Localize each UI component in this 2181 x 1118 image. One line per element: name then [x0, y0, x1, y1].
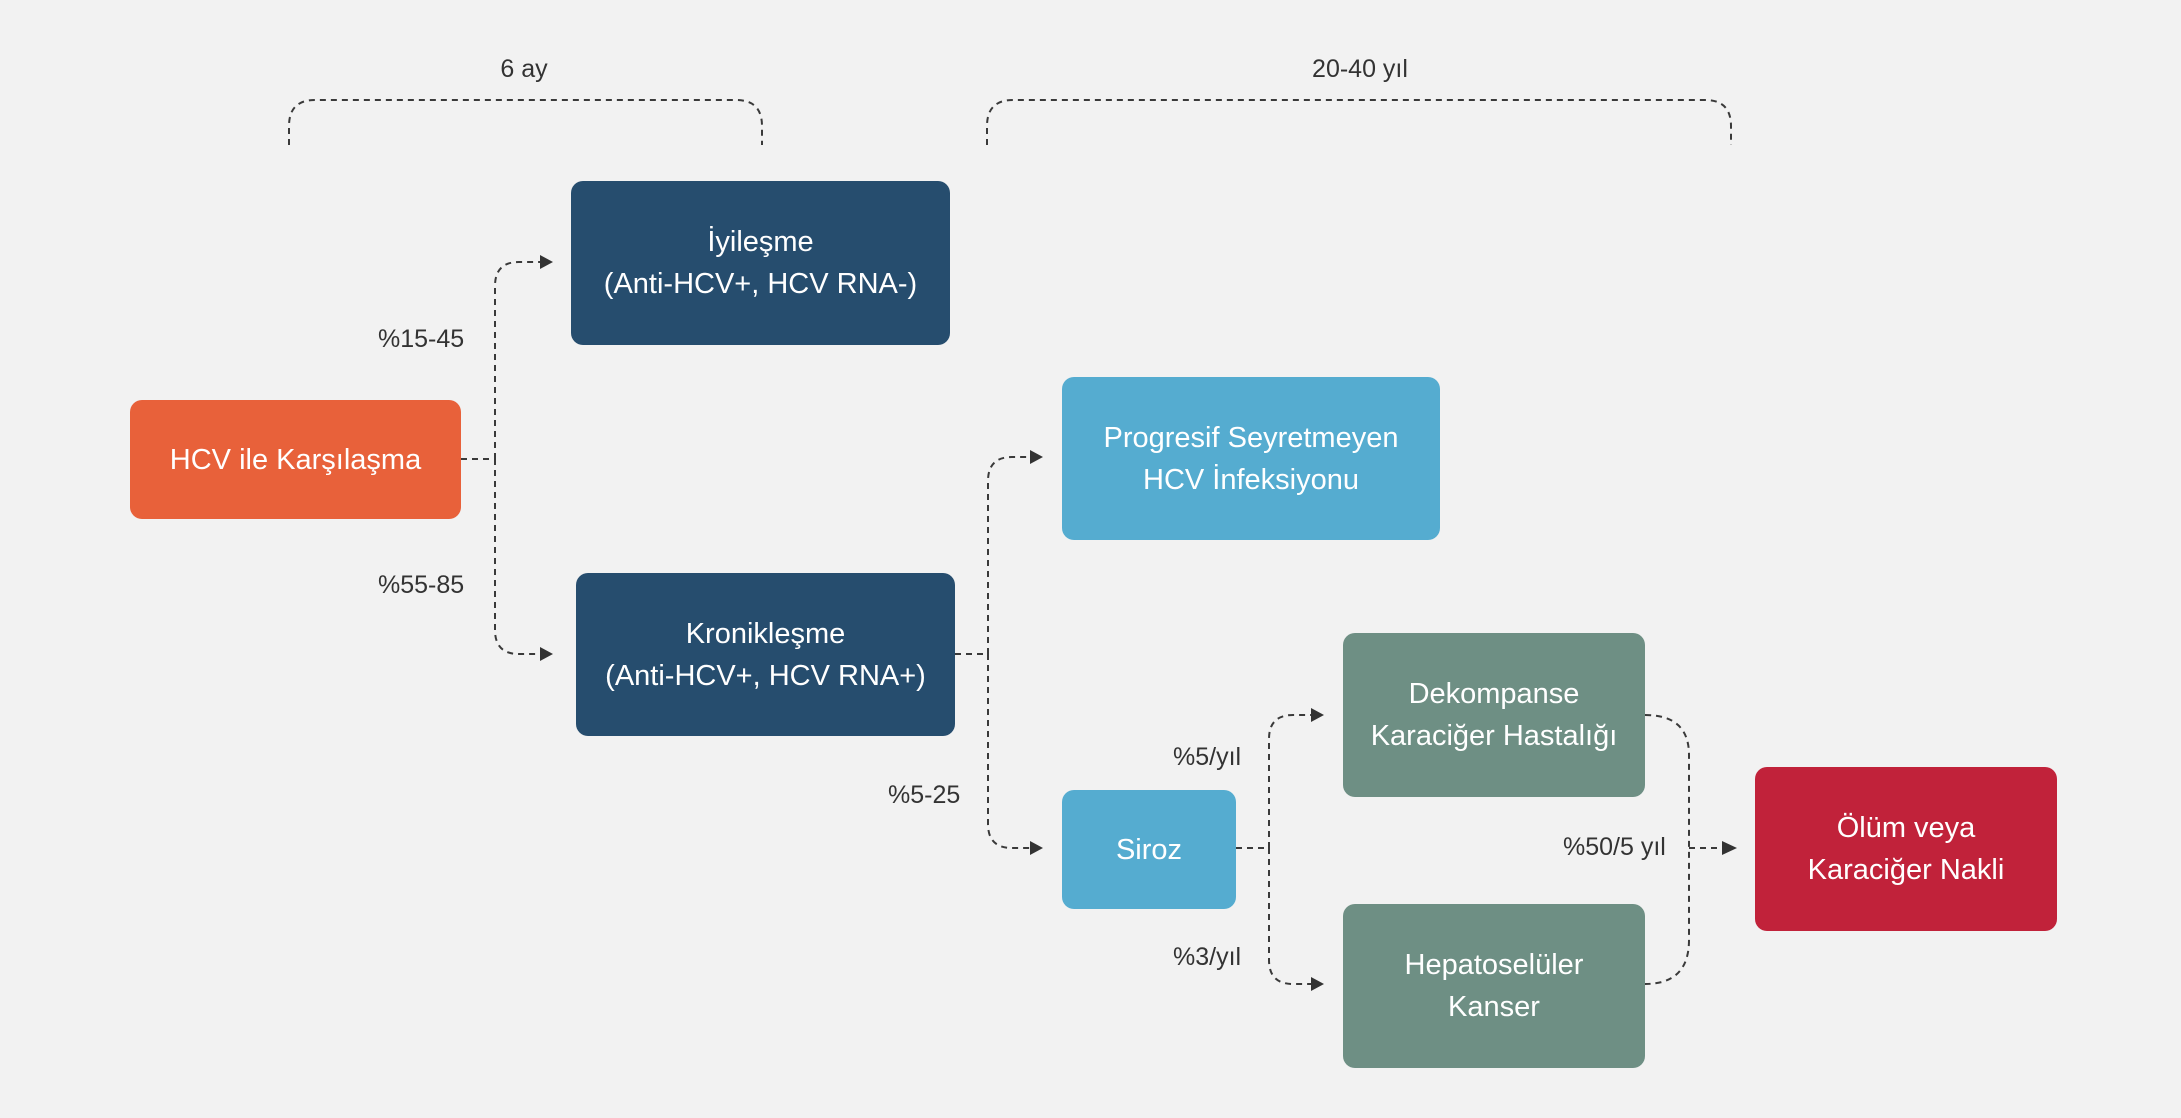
node-non-progressive-infection: Progresif Seyretmeyen HCV İnfeksiyonu [1062, 377, 1440, 540]
connector-to-non-progressive [987, 456, 1030, 654]
node-decompensated-liver-disease: Dekompanse Karaciğer Hastalığı [1343, 633, 1645, 797]
node-label: İyileşme [707, 226, 814, 258]
node-sublabel: (Anti-HCV+, HCV RNA+) [605, 659, 926, 692]
node-label: Hepatoselüler [1404, 949, 1584, 981]
node-sublabel: Kanser [1448, 991, 1540, 1023]
timeline-bracket-acute [288, 99, 763, 145]
node-hcv-exposure: HCV ile Karşılaşma [130, 400, 461, 519]
arrowhead-hcc [1311, 977, 1324, 991]
arrowhead-recovery [540, 255, 553, 269]
timeline-label-chronic: 20-40 yıl [1312, 55, 1408, 83]
node-label: Ölüm veya [1836, 812, 1976, 844]
connector-to-hcc [1268, 848, 1311, 985]
node-label: Kronikleşme [685, 617, 846, 650]
node-death-or-transplant: Ölüm veya Karaciğer Nakli [1755, 767, 2057, 931]
arrowhead-cirrhosis [1030, 841, 1043, 855]
node-sublabel: HCV İnfeksiyonu [1143, 463, 1359, 496]
rate-label-hcc: %3/yıl [1173, 943, 1242, 971]
rate-label-outcome: %50/5 yıl [1563, 833, 1666, 861]
connector-to-cirrhosis [987, 654, 1030, 849]
rate-label-recovery: %15-45 [378, 325, 465, 353]
timeline-bracket-chronic [986, 99, 1732, 145]
node-sublabel: Karaciğer Nakli [1807, 854, 2005, 886]
node-cirrhosis: Siroz [1062, 790, 1236, 909]
node-recovery: İyileşme (Anti-HCV+, HCV RNA-) [571, 181, 950, 345]
arrowhead-non-progressive [1030, 450, 1043, 464]
node-sublabel: Karaciğer Hastalığı [1370, 720, 1618, 752]
rate-label-chronic: %55-85 [378, 571, 465, 599]
connector-to-recovery [494, 261, 540, 459]
connector-from-decompensated [1644, 714, 1690, 985]
connector-to-chronic [494, 459, 540, 655]
node-chronic-infection: Kronikleşme (Anti-HCV+, HCV RNA+) [576, 573, 955, 736]
node-label: Progresif Seyretmeyen [1103, 421, 1399, 454]
node-sublabel: (Anti-HCV+, HCV RNA-) [603, 268, 918, 300]
connector-to-decompensated [1268, 714, 1311, 848]
rate-label-cirrhosis: %5-25 [888, 781, 961, 809]
arrowhead-chronic [540, 647, 553, 661]
arrowhead-decompensated [1311, 708, 1324, 722]
node-label: Dekompanse [1408, 678, 1580, 710]
rate-label-decompensated: %5/yıl [1173, 743, 1242, 771]
node-label: HCV ile Karşılaşma [169, 443, 422, 476]
timeline-label-acute: 6 ay [500, 55, 548, 83]
node-label: Siroz [1115, 833, 1183, 866]
node-hepatocellular-cancer: Hepatoselüler Kanser [1343, 904, 1645, 1068]
arrowhead-outcome [1722, 841, 1737, 855]
